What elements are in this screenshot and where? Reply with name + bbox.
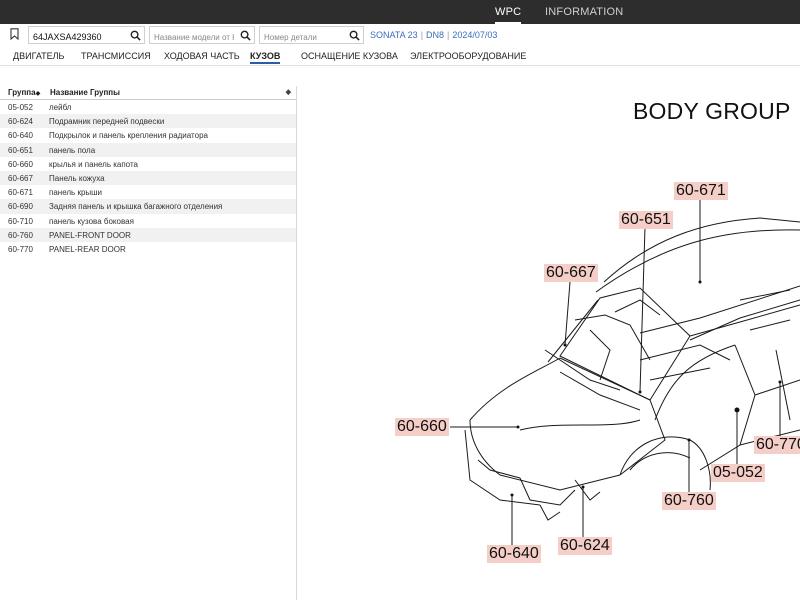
breadcrumb-separator: | [420,30,424,40]
breadcrumb: SONATA 23|DN8|2024/07/03 [370,28,497,42]
table-row[interactable]: 60-710 панель кузова боковая [0,214,296,228]
category-electrical[interactable]: ЭЛЕКТРООБОРУДОВАНИЕ [410,51,527,61]
table-row[interactable]: 60-640 Подкрылок и панель крепления радиа… [0,128,296,142]
search-icon[interactable] [349,30,360,41]
category-engine[interactable]: ДВИГАТЕЛЬ [13,51,65,61]
breadcrumb-code[interactable]: DN8 [426,30,445,40]
category-nav: ДВИГАТЕЛЬ ТРАНСМИССИЯ ХОДОВАЯ ЧАСТЬ КУЗО… [0,46,800,66]
category-transmission[interactable]: ТРАНСМИССИЯ [81,51,151,61]
group-name: лейбл [49,103,72,112]
callout-60-667[interactable]: 60-667 [544,264,598,282]
group-code: 60-710 [8,216,33,226]
group-name: Подрамник передней подвески [49,117,165,127]
group-code: 60-640 [8,131,33,141]
part-number-field[interactable] [259,26,364,46]
group-code: 60-660 [8,159,33,169]
category-body-equipment[interactable]: ОСНАЩЕНИЕ КУЗОВА [301,51,398,61]
callout-60-660[interactable]: 60-660 [395,418,449,436]
model-search-input[interactable] [150,29,238,46]
breadcrumb-separator: | [447,30,450,40]
car-body-illustration [450,198,800,545]
callout-60-760[interactable]: 60-760 [662,492,716,510]
top-nav-bar: WPC INFORMATION [0,0,800,24]
group-name: Подкрылок и панель крепления радиатора [49,131,208,141]
model-search-field[interactable] [149,26,255,46]
group-name: крылья и панель капота [49,159,138,169]
part-number-input[interactable] [260,29,363,46]
group-code: 60-760 [8,230,33,240]
callout-60-640[interactable]: 60-640 [487,545,541,563]
callout-60-651[interactable]: 60-651 [619,211,673,229]
search-icon[interactable] [130,30,141,41]
table-row[interactable]: 60-760 PANEL-FRONT DOOR [0,227,296,242]
category-body[interactable]: КУЗОВ [250,50,281,64]
breadcrumb-model[interactable]: SONATA 23 [370,30,418,40]
group-name: панель кузова боковая [49,216,134,226]
table-row[interactable]: 60-660 крылья и панель капота [0,157,296,171]
vin-input[interactable] [29,29,144,45]
group-code: 60-624 [8,117,33,127]
table-row[interactable]: 60-651 панель пола [0,142,296,157]
group-code: 60-667 [8,173,33,183]
group-code: 05-052 [8,103,33,112]
group-code: 60-770 [8,244,33,254]
search-icon[interactable] [240,30,251,41]
diagram-title: BODY GROUP [633,98,791,124]
callout-60-671[interactable]: 60-671 [674,182,728,200]
table-row[interactable]: 60-690 Задняя панель и крышка багажного о… [0,199,296,214]
callout-60-770[interactable]: 60-770 [754,436,800,454]
table-row[interactable]: 60-671 панель крыши [0,185,296,199]
group-name: панель крыши [49,188,103,198]
group-name: Задняя панель и крышка багажного отделен… [49,202,223,212]
tab-information[interactable]: INFORMATION [545,6,624,18]
group-name: панель пола [49,145,96,155]
group-table: Группа◆ Название Группы ◆ 05-052 лейбл 60-… [0,86,297,600]
group-code: 60-690 [8,202,33,212]
col-name-header[interactable]: Название Группы [50,88,120,97]
table-row[interactable]: 05-052 лейбл [0,100,296,114]
sort-icon[interactable]: ◆ [285,89,291,96]
callout-60-624[interactable]: 60-624 [558,537,612,555]
body-group-diagram: BODY GROUP [298,86,800,600]
col-group-header[interactable]: Группа◆ [8,88,41,97]
vin-field[interactable] [28,26,145,45]
group-code: 60-671 [8,188,33,198]
table-row[interactable]: 60-624 Подрамник передней подвески [0,114,296,129]
table-row[interactable]: 60-770 PANEL-REAR DOOR [0,242,296,256]
callout-05-052[interactable]: 05-052 [711,464,765,482]
group-name: Панель кожуха [49,173,105,183]
table-header: Группа◆ Название Группы ◆ [0,86,296,100]
bookmark-icon[interactable] [10,28,19,40]
search-row: SONATA 23|DN8|2024/07/03 [0,24,800,46]
tab-wpc[interactable]: WPC [495,0,522,24]
table-row[interactable]: 60-667 Панель кожуха [0,170,296,186]
category-chassis[interactable]: ХОДОВАЯ ЧАСТЬ [164,51,240,61]
group-code: 60-651 [8,145,33,155]
table-body: 05-052 лейбл 60-624 Подрамник передней подв… [0,100,296,256]
group-name: PANEL-FRONT DOOR [49,230,131,240]
group-name: PANEL-REAR DOOR [49,244,126,254]
breadcrumb-date[interactable]: 2024/07/03 [452,30,498,40]
